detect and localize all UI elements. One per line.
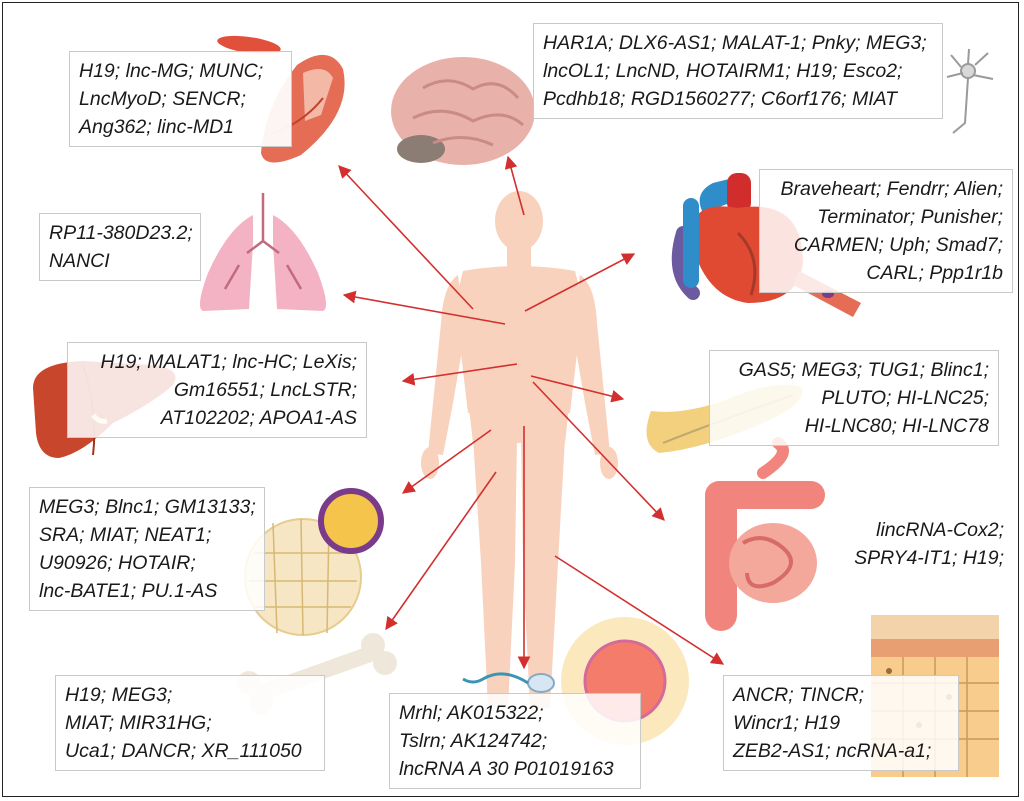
lung-icon bbox=[200, 193, 326, 311]
muscle-line-2: LncMyoD; SENCR; bbox=[79, 85, 282, 113]
intestine-lncrna-box: lincRNA-Cox2; SPRY4-IT1; H19; bbox=[829, 511, 1013, 577]
intestine-line-1: lincRNA-Cox2; bbox=[838, 516, 1004, 544]
adipose-line-3: U90926; HOTAIR; bbox=[39, 549, 255, 577]
brain-line-2: lncOL1; LncND, HOTAIRM1; H19; Esco2; bbox=[543, 57, 933, 85]
heart-lncrna-box: Braveheart; Fendrr; Alien; Terminator; P… bbox=[759, 169, 1013, 293]
brain-lncrna-box: HAR1A; DLX6-AS1; MALAT-1; Pnky; MEG3; ln… bbox=[533, 23, 943, 119]
liver-line-1: H19; MALAT1; lnc-HC; LeXis; bbox=[77, 348, 357, 376]
arrow-to-muscle bbox=[339, 166, 473, 309]
heart-line-3: CARMEN; Uph; Smad7; bbox=[769, 231, 1003, 259]
adipose-icon bbox=[245, 491, 381, 635]
heart-line-4: CARL; Ppp1r1b bbox=[769, 259, 1003, 287]
pancreas-line-3: HI-LNC80; HI-LNC78 bbox=[719, 412, 989, 440]
skin-line-1: ANCR; TINCR; bbox=[733, 681, 949, 709]
lung-lncrna-box: RP11-380D23.2; NANCI bbox=[39, 213, 201, 281]
bone-lncrna-box: H19; MEG3; MIAT; MIR31HG; Uca1; DANCR; X… bbox=[55, 675, 325, 771]
intestine-icon bbox=[705, 443, 825, 631]
muscle-line-1: H19; lnc-MG; MUNC; bbox=[79, 57, 282, 85]
heart-line-2: Terminator; Punisher; bbox=[769, 203, 1003, 231]
brain-line-3: Pcdhb18; RGD1560277; C6orf176; MIAT bbox=[543, 85, 933, 113]
adipose-line-4: lnc-BATE1; PU.1-AS bbox=[39, 577, 255, 605]
reproductive-lncrna-box: Mrhl; AK015322; Tslrn; AK124742; lncRNA … bbox=[389, 693, 641, 789]
muscle-line-3: Ang362; linc-MD1 bbox=[79, 113, 282, 141]
pancreas-line-1: GAS5; MEG3; TUG1; Blinc1; bbox=[719, 356, 989, 384]
reproductive-line-1: Mrhl; AK015322; bbox=[399, 699, 631, 727]
bone-line-2: MIAT; MIR31HG; bbox=[65, 709, 315, 737]
adipose-line-2: SRA; MIAT; NEAT1; bbox=[39, 521, 255, 549]
skin-lncrna-box: ANCR; TINCR; Wincr1; H19 ZEB2-AS1; ncRNA… bbox=[723, 675, 959, 771]
neuron-icon bbox=[947, 49, 993, 133]
liver-lncrna-box: H19; MALAT1; lnc-HC; LeXis; Gm16551; Lnc… bbox=[67, 342, 367, 438]
muscle-lncrna-box: H19; lnc-MG; MUNC; LncMyoD; SENCR; Ang36… bbox=[69, 51, 292, 147]
reproductive-line-3: lncRNA A 30 P01019163 bbox=[399, 755, 631, 783]
bone-line-1: H19; MEG3; bbox=[65, 681, 315, 709]
reproductive-line-2: Tslrn; AK124742; bbox=[399, 727, 631, 755]
adipose-lncrna-box: MEG3; Blnc1; GM13133; SRA; MIAT; NEAT1; … bbox=[29, 487, 265, 611]
intestine-line-2: SPRY4-IT1; H19; bbox=[838, 544, 1004, 572]
bone-line-3: Uca1; DANCR; XR_111050 bbox=[65, 737, 315, 765]
lung-line-1: RP11-380D23.2; bbox=[49, 219, 191, 247]
pancreas-lncrna-box: GAS5; MEG3; TUG1; Blinc1; PLUTO; HI-LNC2… bbox=[709, 350, 999, 446]
skin-line-2: Wincr1; H19 bbox=[733, 709, 949, 737]
brain-line-1: HAR1A; DLX6-AS1; MALAT-1; Pnky; MEG3; bbox=[543, 29, 933, 57]
arrow-to-bone bbox=[386, 472, 496, 629]
adipose-line-1: MEG3; Blnc1; GM13133; bbox=[39, 493, 255, 521]
brain-icon bbox=[391, 57, 535, 165]
liver-line-2: Gm16551; LncLSTR; bbox=[77, 376, 357, 404]
lung-line-2: NANCI bbox=[49, 247, 191, 275]
pancreas-line-2: PLUTO; HI-LNC25; bbox=[719, 384, 989, 412]
liver-line-3: AT102202; APOA1-AS bbox=[77, 404, 357, 432]
heart-line-1: Braveheart; Fendrr; Alien; bbox=[769, 175, 1003, 203]
skin-line-3: ZEB2-AS1; ncRNA-a1; bbox=[733, 737, 949, 765]
